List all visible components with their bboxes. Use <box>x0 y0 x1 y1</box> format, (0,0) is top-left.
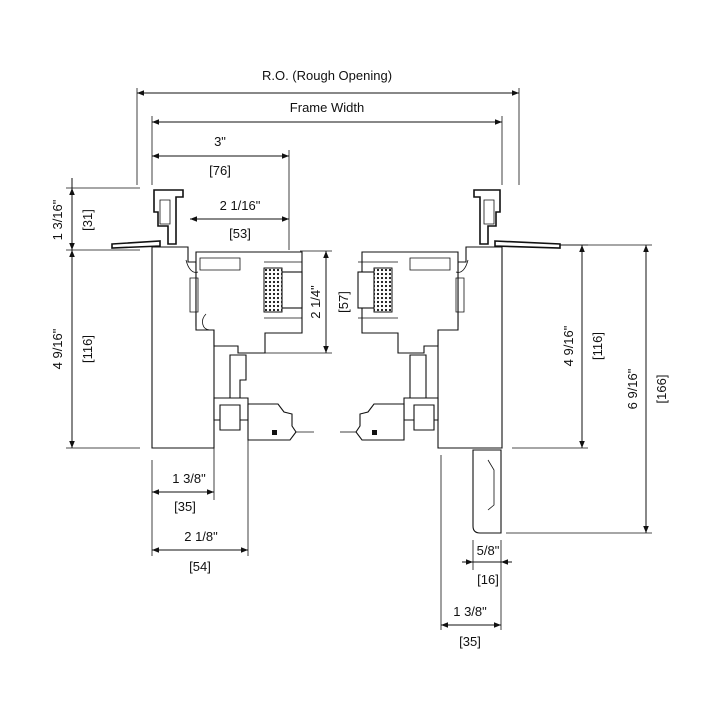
dim-3in-mm-label: [76] <box>209 163 231 178</box>
dim-3in-label: 3" <box>214 134 226 149</box>
dim-right-6-9-16-mm-label: [166] <box>654 375 669 404</box>
dim-bottom-2-1-8-label: 2 1/8" <box>184 529 218 544</box>
left-jamb-section <box>111 189 314 449</box>
dim-right-4-9-16-mm-label: [116] <box>590 332 605 360</box>
dim-center-2-1-4-mm-label: [57] <box>336 291 351 313</box>
dim-2-1-16-mm-label: [53] <box>229 226 251 241</box>
dim-left-1-3-16-mm-label: [31] <box>80 209 95 231</box>
right-jamb-section <box>340 189 561 534</box>
dim-right-4-9-16-label: 4 9/16" <box>561 325 576 366</box>
dim-right-5-8-label: 5/8" <box>477 543 500 558</box>
dim-right-5-8-mm-label: [16] <box>477 572 499 587</box>
dim-right-1-3-8-label: 1 3/8" <box>453 604 487 619</box>
dim-bottom-2-1-8-mm-label: [54] <box>189 559 211 574</box>
rough-opening-label: R.O. (Rough Opening) <box>262 68 392 83</box>
dim-center-2-1-4-label: 2 1/4" <box>308 285 323 319</box>
frame-width-label: Frame Width <box>290 100 364 115</box>
dim-2-1-16-label: 2 1/16" <box>220 198 261 213</box>
dim-bottom-1-3-8-label: 1 3/8" <box>172 471 206 486</box>
dim-right-1-3-8-mm-label: [35] <box>459 634 481 649</box>
dimension-lines <box>66 88 652 630</box>
dim-left-4-9-16-mm-label: [116] <box>80 335 95 363</box>
dim-left-4-9-16-label: 4 9/16" <box>50 328 65 369</box>
dimension-labels: R.O. (Rough Opening) Frame Width 3" [76]… <box>50 68 669 649</box>
dim-right-6-9-16-label: 6 9/16" <box>625 368 640 409</box>
dim-bottom-1-3-8-mm-label: [35] <box>174 499 196 514</box>
dim-left-1-3-16-label: 1 3/16" <box>50 199 65 240</box>
